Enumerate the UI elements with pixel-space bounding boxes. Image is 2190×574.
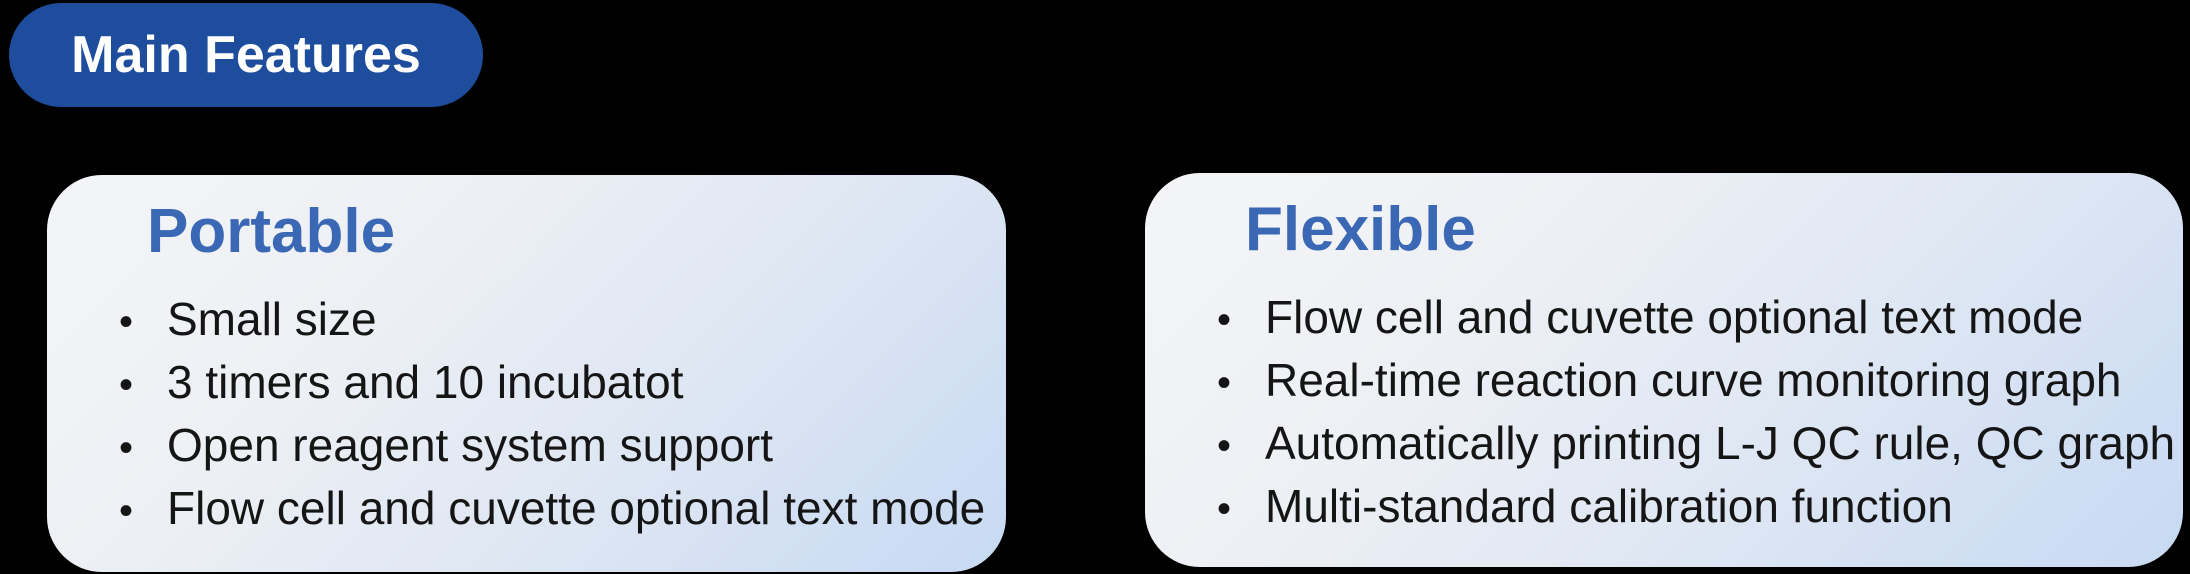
main-features-label: Main Features: [71, 26, 421, 84]
bullet-item: • Small size: [119, 289, 986, 352]
bullet-dot-icon: •: [119, 426, 134, 470]
main-features-badge: Main Features: [9, 3, 483, 107]
card-flexible: Flexible • Flow cell and cuvette optiona…: [1145, 173, 2183, 567]
bullet-text: Small size: [167, 293, 377, 345]
bullet-item: • Flow cell and cuvette optional text mo…: [1217, 287, 2163, 350]
card-portable-bullet-list: • Small size • 3 timers and 10 incubatot…: [47, 289, 1006, 541]
bullet-dot-icon: •: [119, 300, 134, 344]
bullet-dot-icon: •: [119, 489, 134, 533]
bullet-item: • Open reagent system support: [119, 415, 986, 478]
bullet-text: Open reagent system support: [167, 419, 773, 471]
bullet-item: • Automatically printing L-J QC rule, QC…: [1217, 413, 2175, 476]
bullet-dot-icon: •: [1217, 361, 1232, 405]
bullet-text: Real-time reaction curve monitoring grap…: [1265, 354, 2122, 406]
card-flexible-bullet-list: • Flow cell and cuvette optional text mo…: [1145, 287, 2183, 539]
card-portable-title: Portable: [147, 197, 396, 266]
bullet-text: Automatically printing L-J QC rule, QC g…: [1265, 417, 2176, 469]
bullet-text: Multi-standard calibration function: [1265, 480, 1953, 532]
bullet-item: • 3 timers and 10 incubatot: [119, 352, 986, 415]
bullet-dot-icon: •: [1217, 424, 1232, 468]
card-flexible-title: Flexible: [1245, 195, 1476, 264]
bullet-item: • Flow cell and cuvette optional text mo…: [119, 478, 986, 541]
card-portable: Portable • Small size • 3 timers and 10 …: [47, 175, 1006, 572]
bullet-item: • Real-time reaction curve monitoring gr…: [1217, 350, 2163, 413]
bullet-dot-icon: •: [1217, 487, 1232, 531]
bullet-item: • Multi-standard calibration function: [1217, 476, 2163, 539]
bullet-text: Flow cell and cuvette optional text mode: [167, 482, 986, 534]
bullet-text: Flow cell and cuvette optional text mode: [1265, 291, 2084, 343]
bullet-dot-icon: •: [119, 363, 134, 407]
bullet-text: 3 timers and 10 incubatot: [167, 356, 684, 408]
bullet-dot-icon: •: [1217, 298, 1232, 342]
